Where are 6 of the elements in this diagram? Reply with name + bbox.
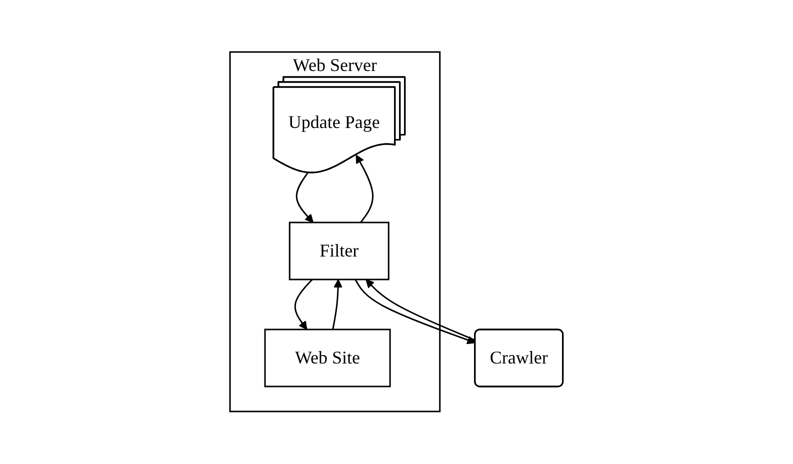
arrow [296,172,314,224]
arrow [294,279,313,330]
node-box: Filter [288,222,390,280]
arrow [356,154,374,224]
node-box: Web Site [264,328,391,388]
arrow [332,279,342,330]
